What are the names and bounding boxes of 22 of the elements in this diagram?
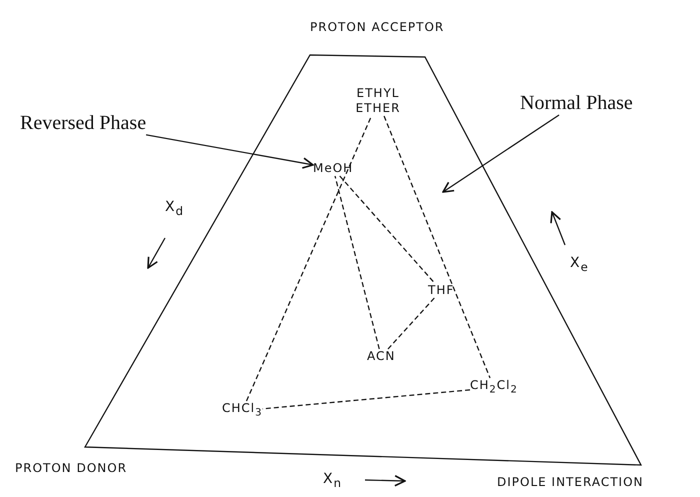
solvent-label: CH$_{2}$Cl$_{2}$ [470,378,518,398]
phase-label: Normal Phase [520,92,633,115]
connector-line [334,176,380,350]
connector-line [384,116,491,378]
connector-line [262,389,470,410]
connector-line [339,176,435,284]
phase-label: Reversed Phase [20,112,146,135]
solvent-label: THF [428,283,454,298]
solvent-label: CHCl$_{3}$ [222,401,262,420]
arrow [146,134,314,169]
axis-label: X$_{d}$ [165,200,184,219]
solvent-label: ETHYL ETHER [354,86,402,116]
corner-label: PROTON ACCEPTOR [310,20,444,35]
axis-label: X$_{n}$ [323,472,342,491]
solvent-label: ACN [367,349,396,364]
arrow [442,114,560,193]
connector-line [388,298,435,350]
corner-label: DIPOLE INTERACTION [497,475,644,490]
axis-label: X$_{e}$ [570,256,589,275]
connector-line [246,116,372,402]
solvent-label: MeOH [313,161,354,176]
corner-label: PROTON DONOR [15,461,128,476]
